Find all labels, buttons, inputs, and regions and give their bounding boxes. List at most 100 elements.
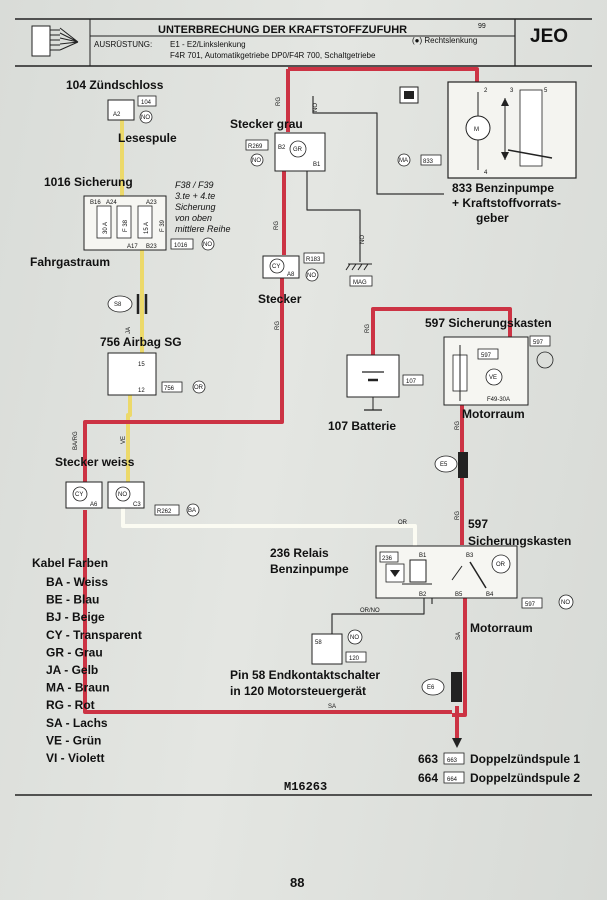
- equipment-label: AUSRÜSTUNG:: [94, 40, 152, 49]
- pin58-num: 58: [315, 640, 322, 646]
- fuse-value: F 38: [123, 219, 129, 232]
- pump-pin: 2: [484, 88, 488, 94]
- connector-grey: Stecker grau GR B2 B1 R269 NO NO: [230, 103, 326, 172]
- wire-black-ground: [306, 170, 361, 262]
- ground-label: MAG: [353, 280, 367, 286]
- fuse-pin: B16: [90, 200, 101, 206]
- airbag-ref: 756: [164, 386, 175, 392]
- legend-separator: -: [57, 751, 68, 765]
- stecker-label: Stecker: [258, 292, 302, 306]
- legend-separator: -: [64, 698, 75, 712]
- e5-connector: E5: [434, 452, 468, 478]
- page-code: 99: [478, 23, 486, 30]
- wires: [83, 67, 512, 740]
- stecker: CY A8 R183 NO Stecker: [258, 252, 325, 306]
- wire-code: RG: [455, 421, 461, 430]
- stecker-badge: NO: [307, 273, 316, 279]
- pump-badge: MA: [399, 158, 408, 164]
- coil-1-title: Doppelzündspule 1: [470, 752, 580, 766]
- legend-item: VE - Grün: [46, 733, 101, 747]
- s8-label: S8: [114, 302, 122, 308]
- legend-color: Transparent: [73, 628, 142, 642]
- ecu-pin58: 58 NO 120 Pin 58 Endkontaktschalter in 1…: [230, 629, 380, 698]
- stecker-weiss-code: NO: [118, 492, 127, 498]
- battery-ref: 107: [406, 379, 417, 385]
- legend-code: GR: [46, 645, 64, 659]
- fuse-pin: A23: [146, 200, 157, 206]
- legend-code: VE: [46, 733, 62, 747]
- relay-title-2: Benzinpumpe: [270, 562, 349, 576]
- fuse-note: F38 / F39 3.te + 4.te Sicherung von oben…: [175, 180, 231, 234]
- fuse-pin: A24: [106, 200, 117, 206]
- legend-separator: -: [63, 575, 74, 589]
- fuse-pin: B23: [146, 244, 157, 250]
- battery-title: 107 Batterie: [328, 419, 396, 433]
- legend-color: Weiss: [74, 575, 109, 589]
- legend-separator: -: [63, 593, 74, 607]
- airbag-badge: OR: [194, 385, 204, 391]
- coil-2-number: 664: [418, 771, 438, 785]
- wire-red-left: [83, 278, 284, 484]
- pump-pin: 5: [544, 88, 548, 94]
- legend-item: BE - Blau: [46, 593, 99, 607]
- fusebox-bottom-location: Motorraum: [470, 621, 533, 635]
- ignition-badge: NO: [141, 115, 150, 121]
- coil-2-title: Doppelzündspule 2: [470, 771, 580, 785]
- wire-code: SA: [456, 632, 462, 640]
- pump-title-2: + Kraftstoffvorrats-: [452, 196, 561, 210]
- stecker-weiss-ref: R262: [157, 509, 172, 515]
- legend-color: Beige: [72, 610, 105, 624]
- relay-pin: B2: [419, 592, 427, 598]
- logo: JEO: [530, 26, 568, 47]
- wire-code: RG: [365, 324, 371, 333]
- connector-white: Stecker weiss CY NO A6 C3 R262 BA: [55, 455, 200, 517]
- wire-black-pump: [312, 96, 444, 195]
- stecker-weiss-pin: C3: [133, 502, 141, 508]
- connector-grey-wire: NO: [313, 103, 319, 112]
- fusebox-top-badge: VE: [489, 375, 497, 381]
- wire-code: OR: [398, 520, 408, 526]
- legend-item: RG - Rot: [46, 698, 95, 712]
- legend-color: Grau: [75, 645, 103, 659]
- legend-color: Braun: [75, 681, 110, 695]
- footer: M16263 88: [15, 780, 592, 890]
- ignition-switch: 104 Zündschloss A2 104 NO Lesespule: [66, 78, 177, 145]
- page-title: UNTERBRECHUNG DER KRAFTSTOFFZUFUHR: [158, 24, 407, 36]
- stecker-weiss-code: CY: [75, 492, 83, 498]
- relay-pin: B5: [455, 592, 463, 598]
- ignition-box: 104: [141, 100, 152, 106]
- pump-pin: 4: [484, 170, 488, 176]
- battery: 107 107 Batterie: [328, 354, 424, 433]
- relay-pin: B1: [419, 553, 427, 559]
- header: UNTERBRECHUNG DER KRAFTSTOFFZUFUHR 99 JE…: [15, 18, 592, 67]
- wire-code: BA/RG: [73, 431, 79, 450]
- fuse-value: 15 A: [144, 222, 150, 234]
- legend-color: Violett: [68, 751, 104, 765]
- fusebox-top-location: Motorraum: [462, 407, 525, 421]
- legend-separator: -: [64, 681, 75, 695]
- wire-code: RG: [455, 511, 461, 520]
- fuse-value: F 39: [160, 219, 166, 232]
- fuse-note-line: von oben: [175, 213, 212, 223]
- legend-color: Blau: [73, 593, 99, 607]
- wire-code: JA: [126, 327, 132, 334]
- legend-color: Grün: [73, 733, 102, 747]
- connector-grey-pin: B2: [278, 145, 286, 151]
- fuse-note-line: mittlere Reihe: [175, 224, 231, 234]
- stecker-code: CY: [272, 264, 280, 270]
- fuse-1016: 1016 Sicherung F38 / F39 3.te + 4.te Sic…: [30, 175, 231, 269]
- fusebox-top: 597 Sicherungskasten 597 VE F49-30A 597 …: [425, 316, 554, 421]
- airbag-pin: 15: [138, 362, 145, 368]
- legend-separator: -: [61, 610, 72, 624]
- pin58-title-1: Pin 58 Endkontaktschalter: [230, 668, 380, 682]
- pin58-badge: NO: [350, 635, 359, 641]
- fusebox-bottom-title-1: 597: [468, 517, 488, 531]
- legend-code: BE: [46, 593, 63, 607]
- connector-grey-title: Stecker grau: [230, 117, 303, 131]
- coil-1-number: 663: [418, 752, 438, 766]
- pump-number-box: 833: [423, 159, 434, 165]
- wire-code: VE: [121, 436, 127, 444]
- wire-code: OR/NO: [360, 608, 380, 614]
